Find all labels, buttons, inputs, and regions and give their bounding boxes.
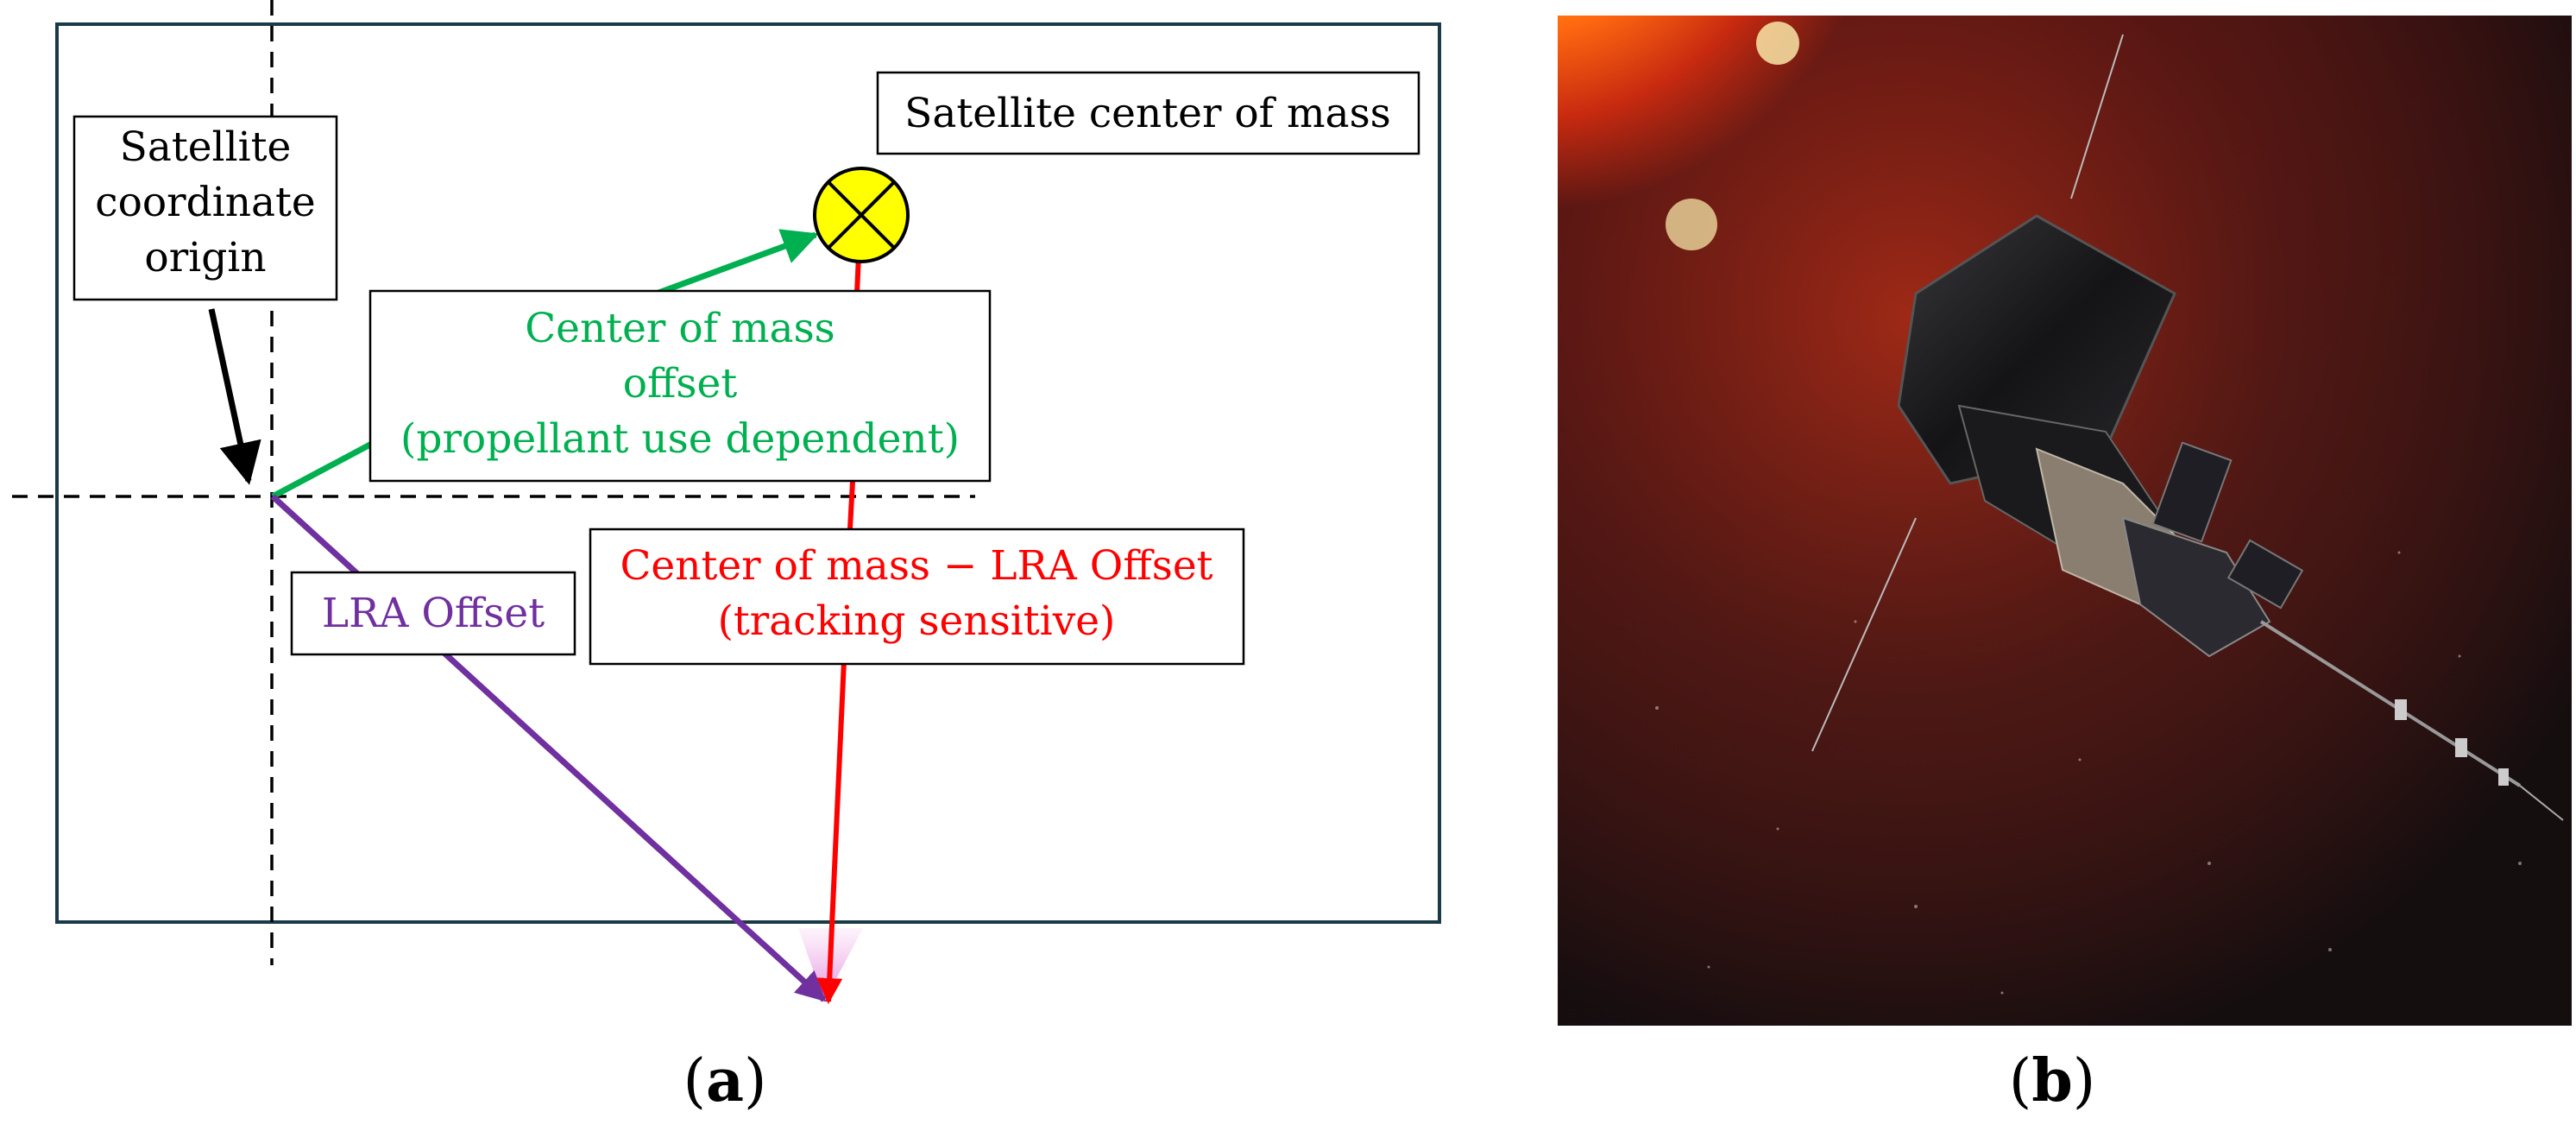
com-lra-label-line2: (tracking sensitive) [718, 597, 1116, 645]
panel-a-diagram: Satellite center of mass Satellite coord… [12, 0, 1441, 1115]
origin-label-line2: coordinate [95, 179, 316, 226]
spacecraft [1811, 34, 2564, 821]
com-label-box [876, 71, 1420, 155]
origin-label-line3: origin [144, 234, 266, 281]
origin-label-box [72, 115, 338, 301]
origin-pointer-arrow [208, 308, 261, 485]
diagram-canvas: Satellite center of mass Satellite coord… [12, 0, 1441, 1115]
satellite-frame [55, 22, 1441, 924]
com-lra-offset-vector-mid [847, 481, 855, 529]
com-offset-vector [271, 436, 381, 500]
com-lra-label-line1: Center of mass − LRA Offset [620, 542, 1212, 590]
caption-b: (b) [2009, 1046, 2096, 1115]
com-offset-label-box [368, 289, 992, 483]
com-label: Satellite center of mass [904, 90, 1391, 137]
lra-label: LRA Offset [322, 590, 545, 637]
caption-a: (a) [683, 1046, 766, 1115]
sun [1558, 16, 1959, 380]
com-offset-label-line3: (propellant use dependent) [400, 415, 960, 463]
com-offset-label-line1: Center of mass [525, 305, 835, 352]
com-lra-offset-vector [816, 660, 847, 1004]
lra-label-box [290, 571, 576, 656]
com-lra-label-box [589, 528, 1245, 666]
panel-b-illustration: (b) [1553, 0, 2576, 1128]
com-offset-label-line2: offset [623, 360, 738, 408]
center-of-mass-icon [813, 167, 910, 263]
origin-label-line1: Satellite [120, 123, 292, 171]
spacecraft-illustration: (b) [1558, 16, 2572, 1115]
